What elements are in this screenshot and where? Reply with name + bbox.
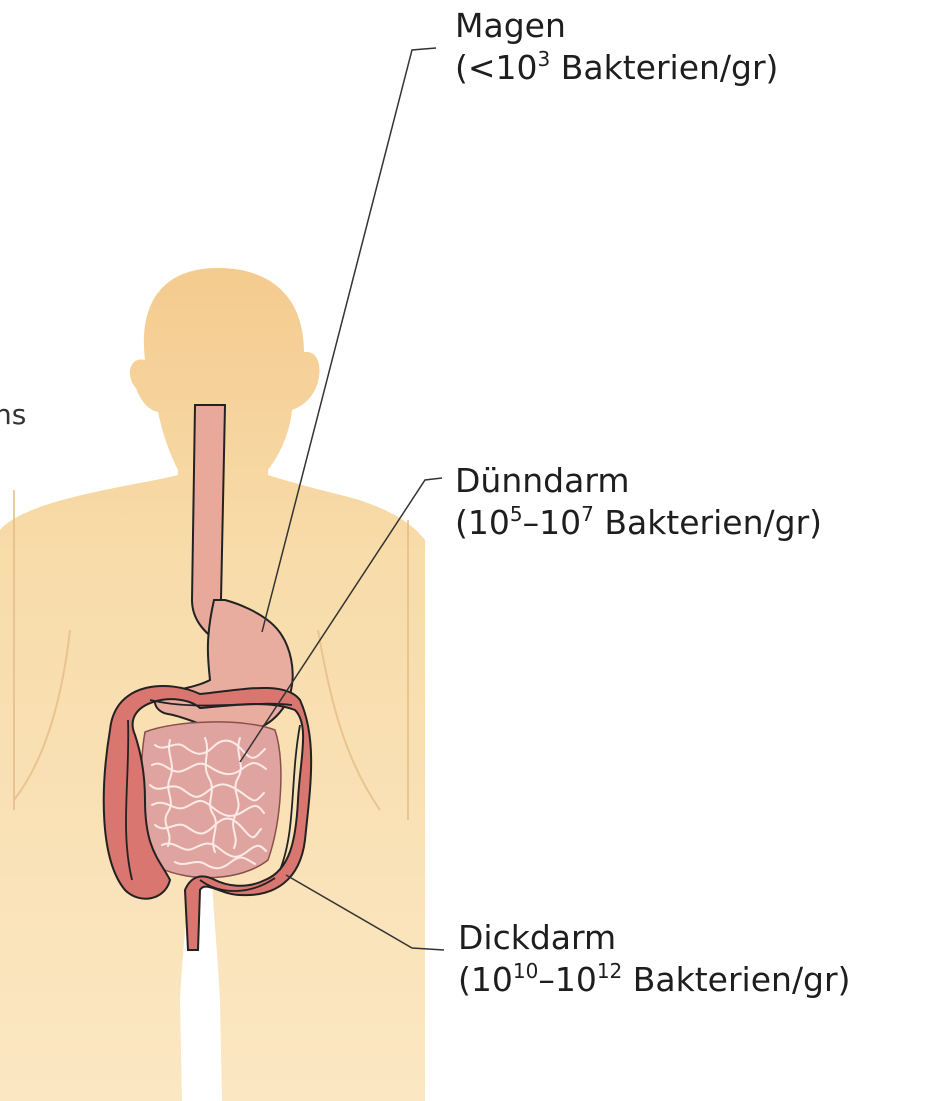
label-magen-name: Magen <box>455 5 778 47</box>
label-dickdarm-name: Dickdarm <box>458 917 850 959</box>
label-duenndarm: Dünndarm (105–107 Bakterien/gr) <box>455 460 822 544</box>
clipped-text: ns <box>0 398 26 432</box>
label-duenndarm-name: Dünndarm <box>455 460 822 502</box>
label-magen: Magen (<103 Bakterien/gr) <box>455 5 778 89</box>
label-dickdarm-count: (1010–1012 Bakterien/gr) <box>458 959 850 1001</box>
label-duenndarm-count: (105–107 Bakterien/gr) <box>455 502 822 544</box>
label-magen-count: (<103 Bakterien/gr) <box>455 47 778 89</box>
label-dickdarm: Dickdarm (1010–1012 Bakterien/gr) <box>458 917 850 1001</box>
